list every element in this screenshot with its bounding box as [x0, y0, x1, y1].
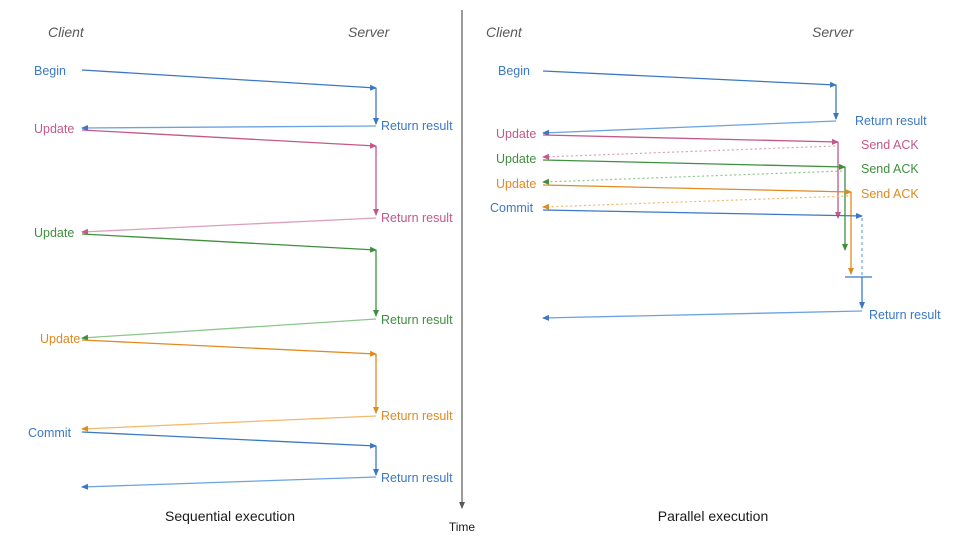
right-server-label-return-2: Return result: [869, 308, 941, 322]
left-message-commit: [81, 431, 379, 490]
time-axis: Time: [449, 10, 476, 534]
left-message-update-3: [81, 339, 379, 432]
left-client-label-update-1: Update: [34, 122, 74, 136]
right-client-label-update-1: Update: [496, 127, 536, 141]
right-server-label-return-1: Return result: [855, 114, 927, 128]
right-client-label-begin: Begin: [498, 64, 530, 78]
right-message-update-3: [542, 184, 854, 275]
right-server-label-ack-2: Send ACK: [861, 162, 919, 176]
right-client-label-commit: Commit: [490, 201, 534, 215]
left-server-label-return-2: Return result: [381, 211, 453, 225]
left-server-label-return-1: Return result: [381, 119, 453, 133]
right-message-begin: [542, 70, 839, 136]
left-client-label-commit: Commit: [28, 426, 72, 440]
left-message-begin: [81, 69, 379, 131]
left-client-label-update-3: Update: [40, 332, 80, 346]
time-axis-label: Time: [449, 520, 476, 534]
left-server-label-return-5: Return result: [381, 471, 453, 485]
right-message-update-2: [542, 159, 848, 251]
right-message-commit: [542, 209, 872, 321]
left-message-update-2: [81, 233, 379, 341]
right-message-update-1: [542, 134, 841, 219]
right-server-label-ack-3: Send ACK: [861, 187, 919, 201]
right-client-label-update-2: Update: [496, 152, 536, 166]
right-panel-parallel: Client Server Begin Update Update Update…: [486, 24, 941, 524]
right-server-label-ack-1: Send ACK: [861, 138, 919, 152]
left-client-label-begin: Begin: [34, 64, 66, 78]
left-header-server: Server: [348, 24, 391, 40]
left-server-label-return-3: Return result: [381, 313, 453, 327]
left-message-update-1: [81, 129, 379, 235]
left-caption: Sequential execution: [165, 508, 295, 524]
right-client-label-update-3: Update: [496, 177, 536, 191]
right-header-client: Client: [486, 24, 523, 40]
left-client-label-update-2: Update: [34, 226, 74, 240]
left-server-label-return-4: Return result: [381, 409, 453, 423]
right-caption: Parallel execution: [658, 508, 769, 524]
right-header-server: Server: [812, 24, 855, 40]
left-panel-sequential: Client Server Begin Update Update Update…: [28, 24, 453, 524]
left-header-client: Client: [48, 24, 85, 40]
